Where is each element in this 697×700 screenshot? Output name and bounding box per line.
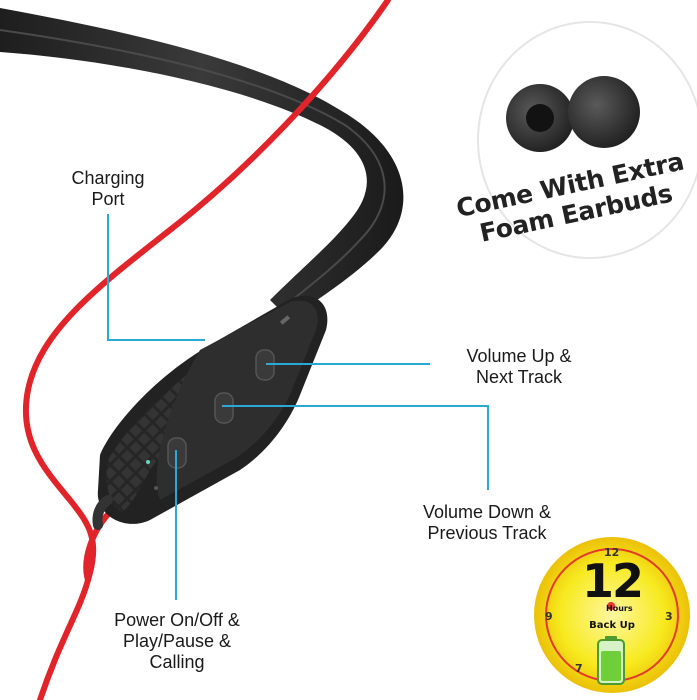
control-module: [92, 295, 328, 530]
backup-badge: [534, 537, 690, 693]
volume-up-label: Volume Up & Next Track: [466, 346, 572, 387]
volume-down-button[interactable]: [214, 392, 234, 424]
foam-badge: [477, 21, 697, 259]
foam-earbud-right: [568, 76, 640, 148]
backup-hours-value: 12: [581, 554, 644, 608]
charging-port-label: Charging Port: [71, 168, 145, 209]
charging-port-callout: [107, 214, 205, 341]
volume-down-callout: [222, 405, 489, 490]
neckband: [0, 8, 404, 320]
callout-lines: [107, 214, 489, 600]
clock-number-top: 12: [604, 546, 620, 559]
clock-number-bottom-left: 7: [575, 662, 583, 675]
volume-down-label: Volume Down & Previous Track: [422, 502, 552, 543]
power-label: Power On/Off & Play/Pause & Calling: [114, 610, 240, 672]
led-indicator: [146, 460, 150, 464]
battery-fill: [601, 651, 621, 681]
backup-label: Back Up: [589, 620, 635, 631]
clock-number-left: 9: [545, 610, 553, 623]
clock-number-right: 3: [665, 610, 673, 623]
backup-hours-word: Hours: [606, 604, 633, 613]
